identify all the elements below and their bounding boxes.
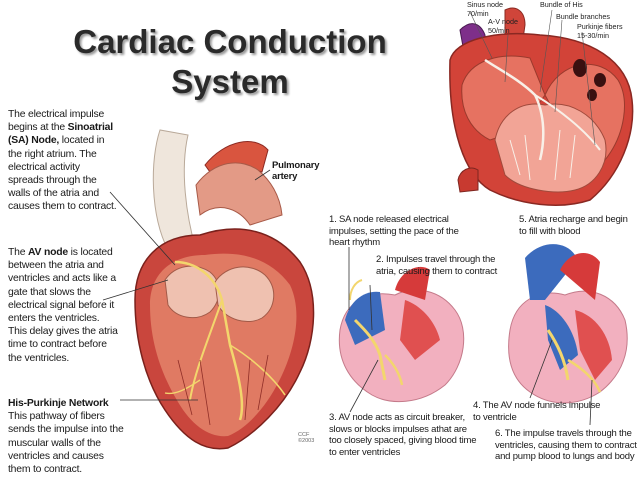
page-title: Cardiac Conduction System (30, 22, 430, 102)
step-1-label: 1. SA node released electrical impulses,… (329, 214, 469, 249)
his-purkinje-text: This pathway of fibers sends the impulse… (8, 411, 124, 475)
sa-node-description: The electrical impulse begins at the Sin… (8, 108, 118, 214)
av-node-description: The AV node is located between the atria… (8, 246, 120, 365)
av-node-term: AV node (28, 247, 68, 258)
bundle-branches-label: Bundle branches (556, 13, 626, 22)
his-purkinje-title: His-Purkinje Network (8, 398, 109, 409)
purkinje-rate: 15-30/min (577, 32, 635, 41)
av-rest: is located between the atria and ventric… (8, 247, 118, 364)
copyright-credit: CCF ©2003 (298, 432, 316, 444)
sa-rest: located in the right atrium. The electri… (8, 135, 116, 212)
step-4-label: 4. The AV node funnels impulse to ventri… (473, 400, 603, 423)
title-line-1: Cardiac Conduction (30, 22, 430, 62)
purkinje-fibers-label: Purkinje fibers 15-30/min (577, 23, 635, 40)
step-3-label: 3. AV node acts as circuit breaker, slow… (329, 412, 481, 458)
av-node-label: A-V node 50/min (488, 18, 538, 35)
bundle-of-his-label: Bundle of His (540, 1, 610, 10)
av-prefix: The (8, 247, 25, 258)
pulmonary-artery-label: Pulmonary artery (272, 160, 332, 182)
step-2-label: 2. Impulses travel through the atria, ca… (376, 254, 506, 277)
title-line-2: System (30, 62, 430, 102)
sinus-node-label: Sinus node 70/min (467, 1, 517, 18)
av-node-rate: 50/min (488, 27, 538, 36)
step-6-label: 6. The impulse travels through the ventr… (495, 428, 637, 463)
step-heart-right (509, 244, 628, 425)
step-5-label: 5. Atria recharge and begin to fill with… (519, 214, 637, 237)
his-purkinje-description: His-Purkinje Network This pathway of fib… (8, 397, 126, 476)
